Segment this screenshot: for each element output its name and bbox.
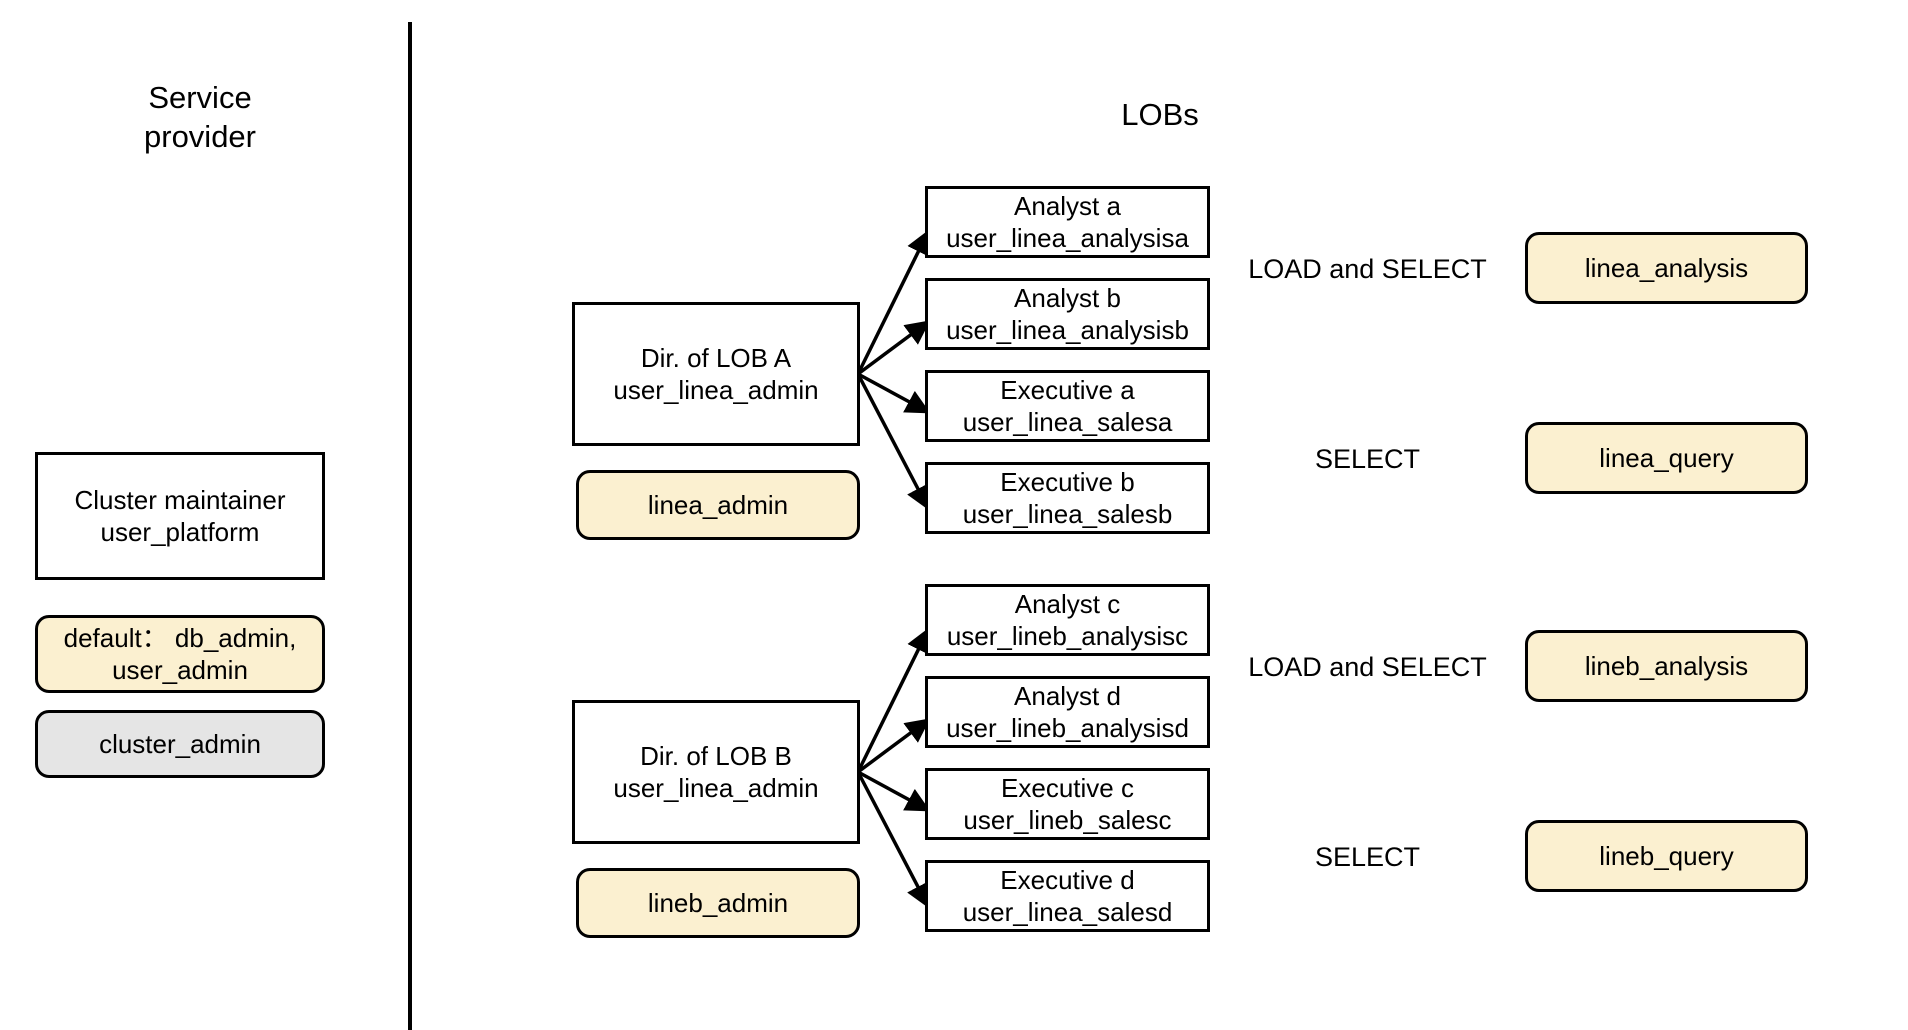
lob-b-database-pill-1[interactable]: lineb_query [1525,820,1808,892]
lob-a-privilege-label-0: LOAD and SELECT [1248,254,1487,284]
lob-a-member-2[interactable]: Executive a user_linea_salesa [925,370,1210,442]
lob-b-member-1[interactable]: Analyst d user_lineb_analysisd [925,676,1210,748]
vertical-divider [408,22,412,1030]
lobs-heading: LOBs [1121,97,1199,132]
lob-b-database-pill-0[interactable]: lineb_analysis [1525,630,1808,702]
cluster-admin-pill[interactable]: cluster_admin [35,710,325,778]
lob-a-database-pill-1[interactable]: linea_query [1525,422,1808,494]
lob-b-director-pill[interactable]: lineb_admin [576,868,860,938]
lob-a-member-1[interactable]: Analyst b user_linea_analysisb [925,278,1210,350]
lob-b-member-0[interactable]: Analyst c user_lineb_analysisc [925,584,1210,656]
lob-a-member-0[interactable]: Analyst a user_linea_analysisa [925,186,1210,258]
lob-a-director-box[interactable]: Dir. of LOB A user_linea_admin [572,302,860,446]
service-provider-heading: Service provider [144,80,256,154]
lob-a-member-3[interactable]: Executive b user_linea_salesb [925,462,1210,534]
lob-b-director-box[interactable]: Dir. of LOB B user_linea_admin [572,700,860,844]
default-roles-pill[interactable]: default： db_admin, user_admin [35,615,325,693]
lob-b-member-3[interactable]: Executive d user_linea_salesd [925,860,1210,932]
lob-a-privilege-label-1: SELECT [1314,444,1421,474]
cluster-maintainer-box[interactable]: Cluster maintainer user_platform [35,452,325,580]
lob-a-director-pill[interactable]: linea_admin [576,470,860,540]
lob-b-member-2[interactable]: Executive c user_lineb_salesc [925,768,1210,840]
lob-a-database-pill-0[interactable]: linea_analysis [1525,232,1808,304]
lob-b-privilege-label-1: SELECT [1314,842,1421,872]
lob-b-privilege-label-0: LOAD and SELECT [1248,652,1487,682]
